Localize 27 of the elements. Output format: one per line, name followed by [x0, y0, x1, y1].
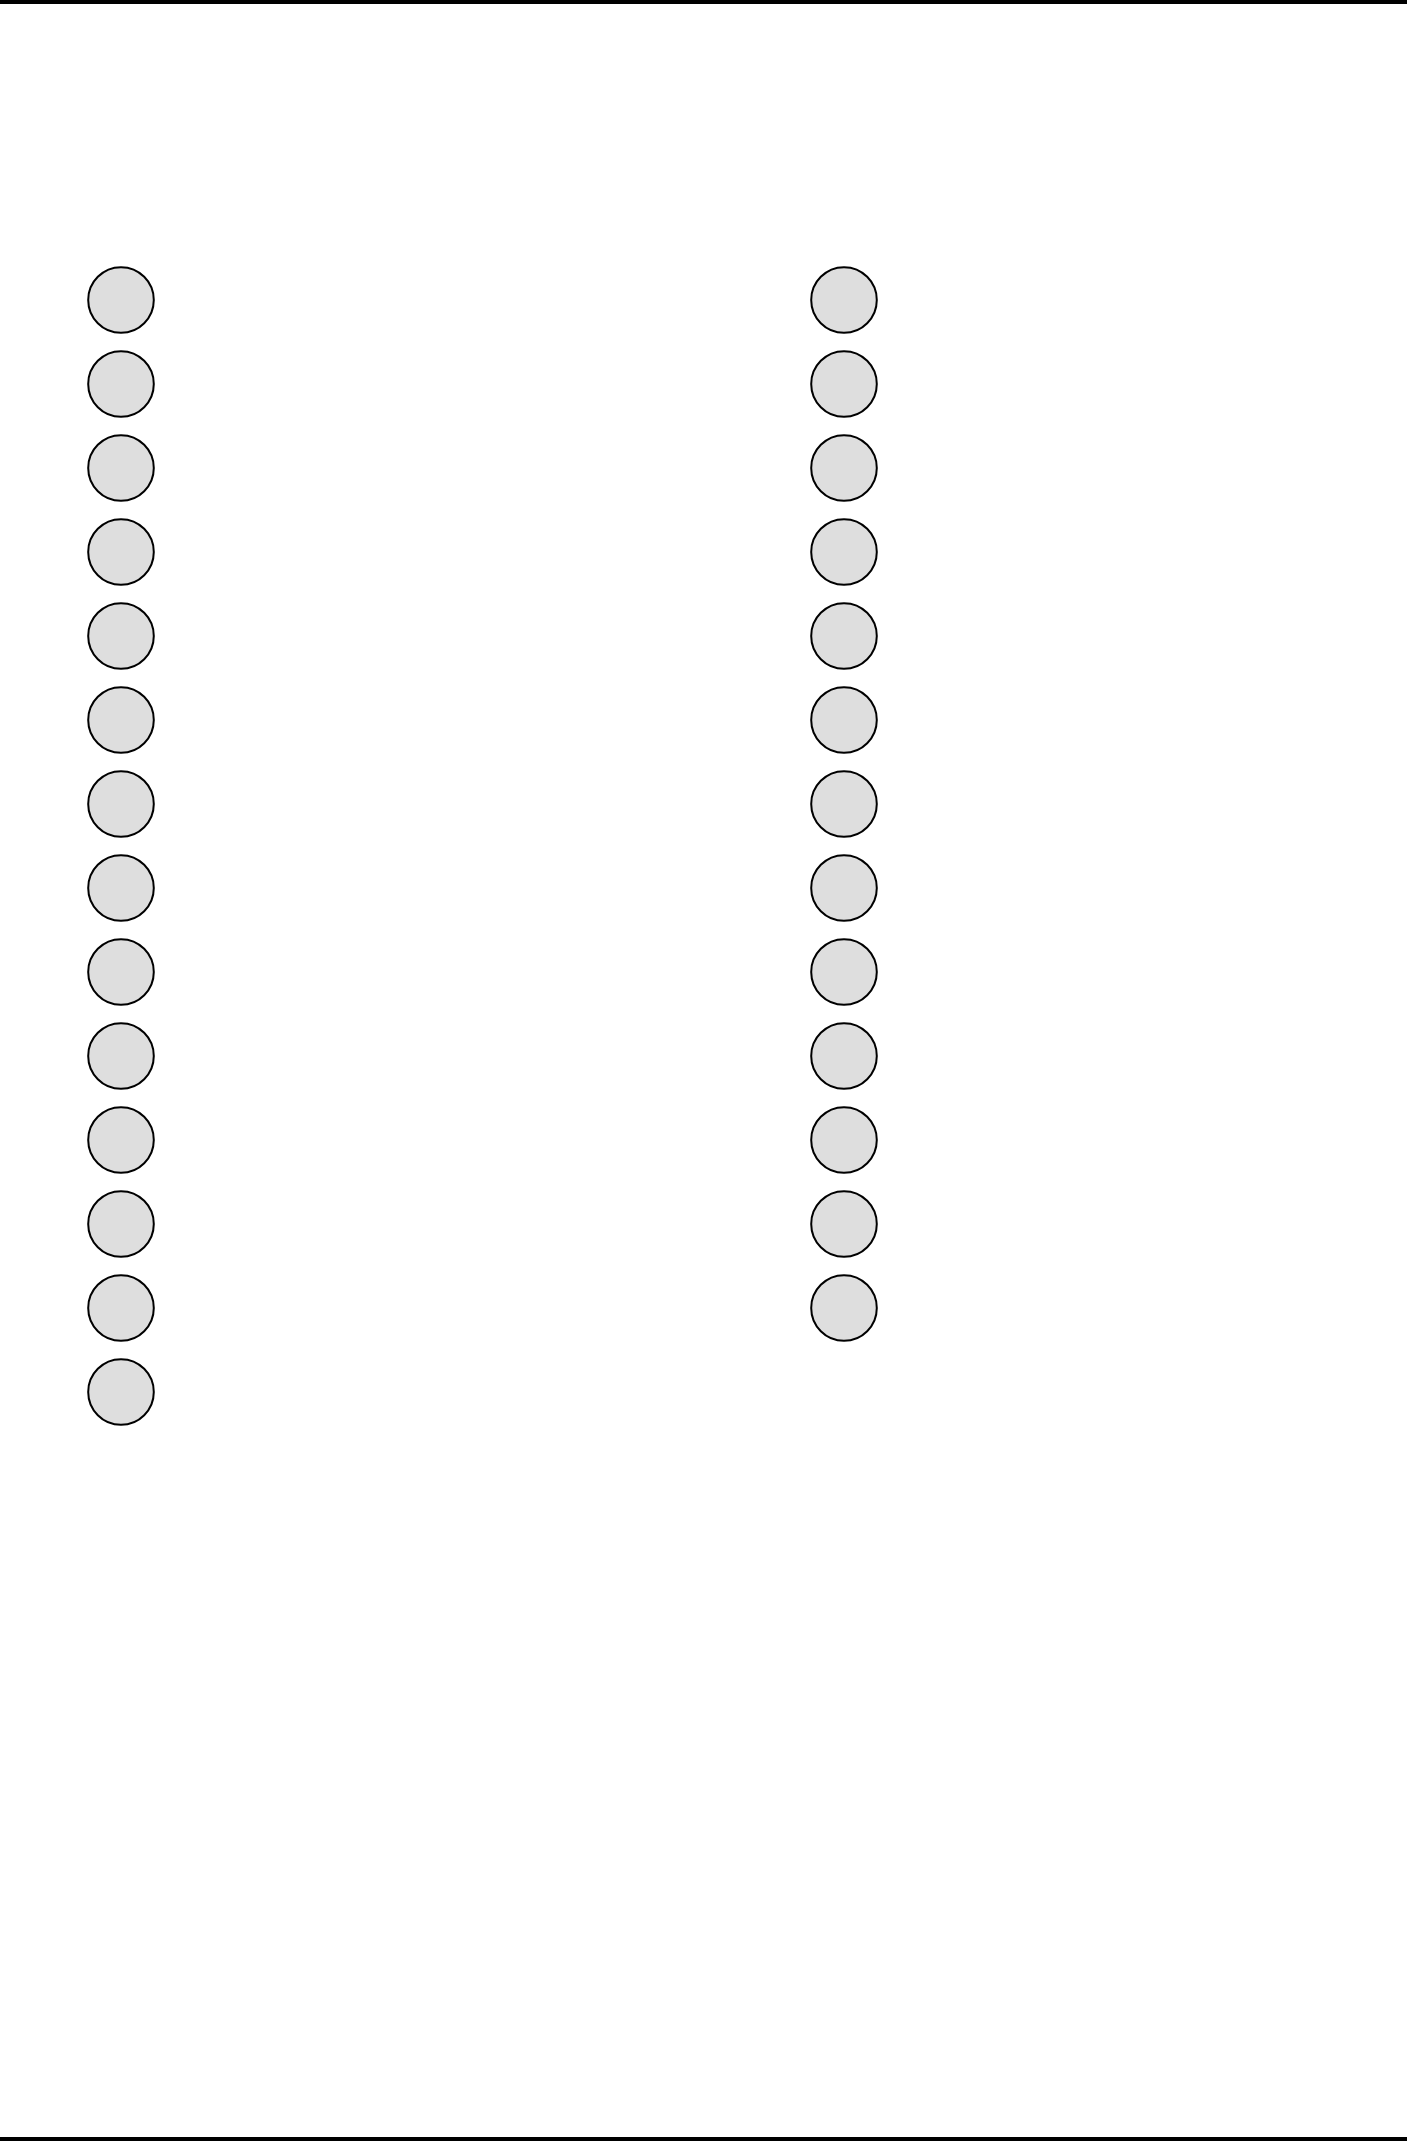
- circle: [810, 1022, 878, 1090]
- circle: [87, 686, 155, 754]
- circle: [87, 770, 155, 838]
- circle: [87, 938, 155, 1006]
- circle: [87, 518, 155, 586]
- circle: [810, 938, 878, 1006]
- circle: [810, 686, 878, 754]
- circle: [87, 854, 155, 922]
- circle: [87, 602, 155, 670]
- circle: [810, 434, 878, 502]
- circle: [810, 350, 878, 418]
- circle: [810, 1190, 878, 1258]
- circle: [810, 602, 878, 670]
- circle: [87, 1022, 155, 1090]
- circle: [87, 1358, 155, 1426]
- circle: [810, 518, 878, 586]
- circle: [87, 434, 155, 502]
- circle: [810, 854, 878, 922]
- circle: [87, 1190, 155, 1258]
- circle: [810, 770, 878, 838]
- circle: [87, 350, 155, 418]
- circle: [87, 1274, 155, 1342]
- circle: [810, 1274, 878, 1342]
- circle: [87, 266, 155, 334]
- circle: [810, 266, 878, 334]
- circle: [87, 1106, 155, 1174]
- circle: [810, 1106, 878, 1174]
